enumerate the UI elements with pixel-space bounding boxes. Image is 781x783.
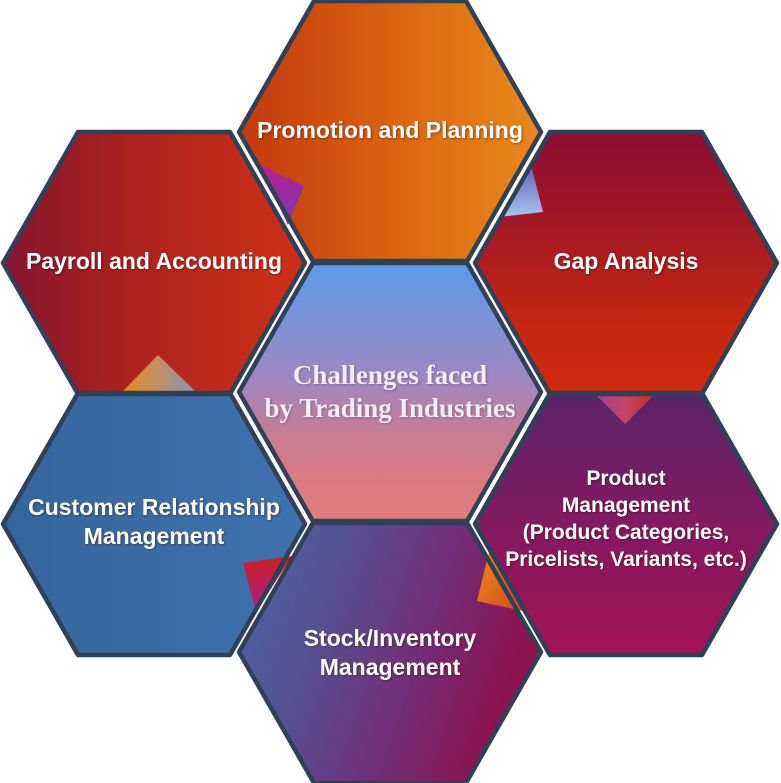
hexagon-payroll bbox=[3, 132, 305, 394]
hexagon-center bbox=[239, 261, 541, 523]
hexagon-product-management-border bbox=[472, 390, 780, 658]
accent-triangle-orange-left bbox=[122, 355, 196, 392]
hexagon-stock-inventory bbox=[239, 521, 541, 783]
hexagon-promotion bbox=[239, 1, 541, 263]
hexagon-center-border bbox=[236, 258, 544, 526]
hexagon-customer-relationship-border bbox=[0, 390, 308, 658]
hexagon-gap-analysis bbox=[475, 132, 777, 394]
accent-triangle-red-right bbox=[592, 391, 658, 424]
hexagon-product-management bbox=[475, 393, 777, 655]
hexagon-customer-relationship bbox=[3, 393, 305, 655]
accent-triangle-magenta bbox=[259, 164, 304, 225]
